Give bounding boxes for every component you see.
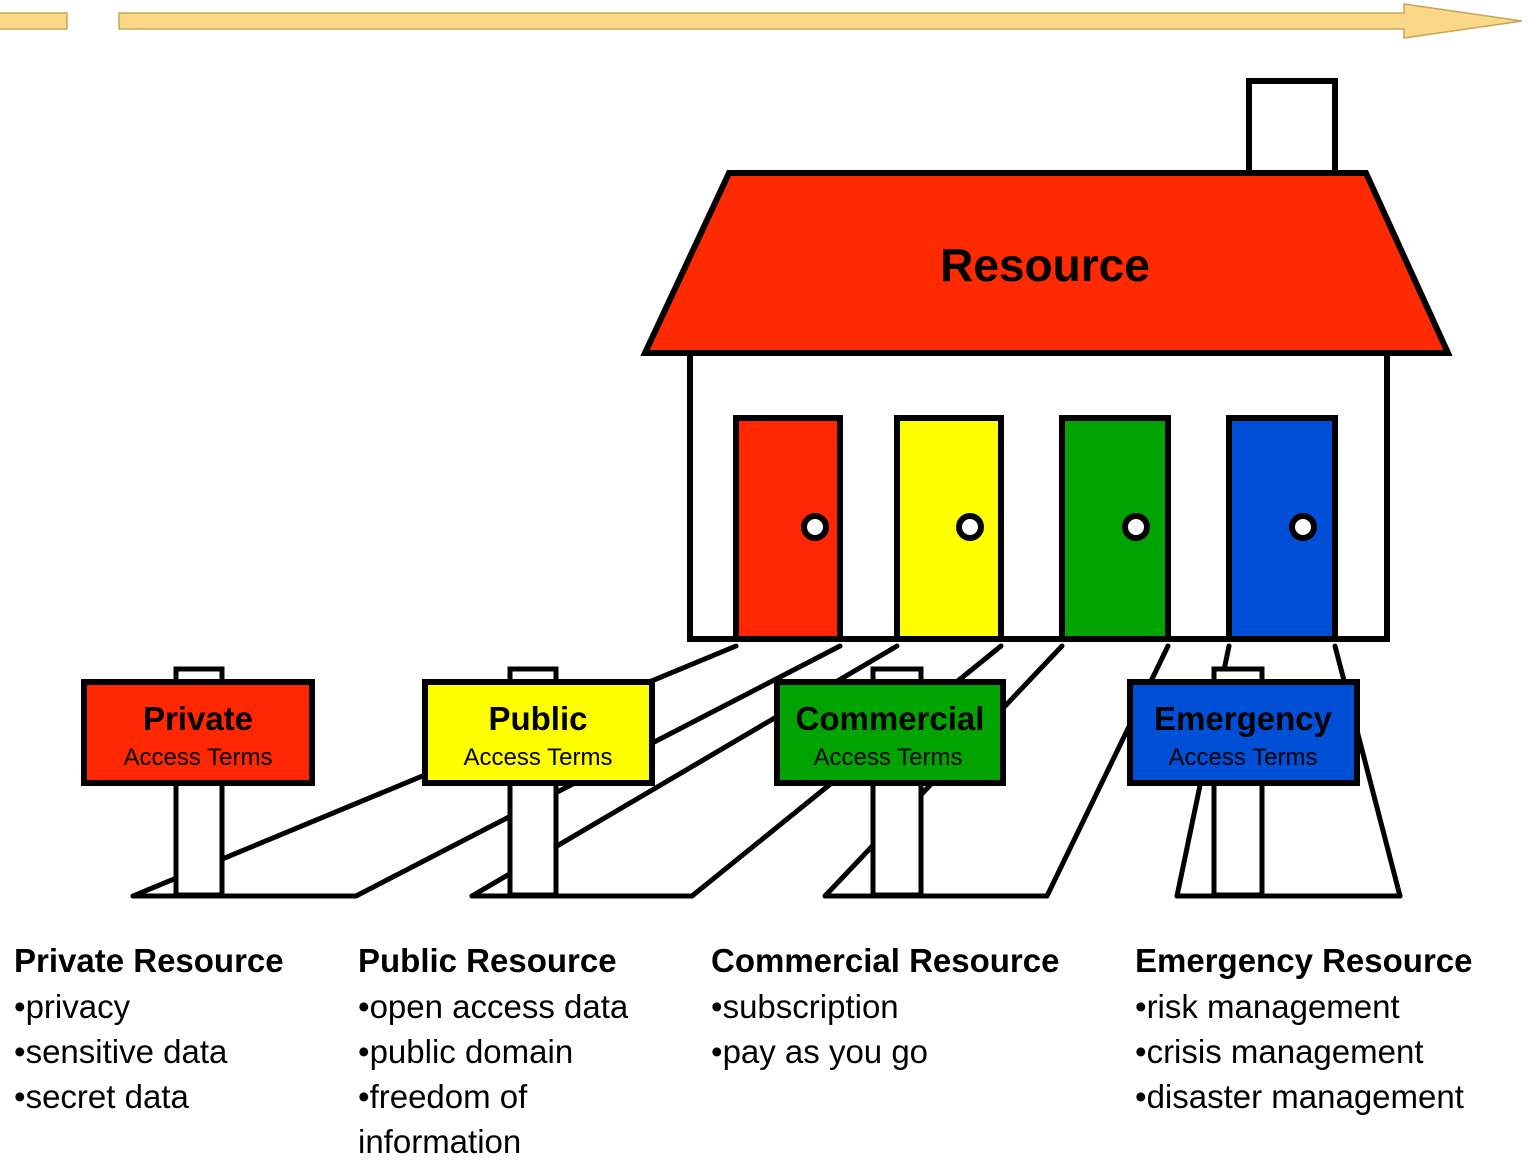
list-item: public domain <box>358 1029 678 1074</box>
column-public-resource: Public Resource open access data public … <box>358 938 678 1164</box>
column-private-resource: Private Resource privacy sensitive data … <box>14 938 414 1119</box>
column-title: Emergency Resource <box>1135 942 1473 979</box>
sign-subtitle: Access Terms <box>464 744 613 771</box>
door-emergency <box>1226 415 1338 642</box>
door-knob <box>801 513 829 541</box>
column-title: Public Resource <box>358 942 617 979</box>
list-item: open access data <box>358 984 678 1029</box>
list-item: sensitive data <box>14 1029 414 1074</box>
list-item: disaster management <box>1135 1074 1525 1119</box>
door-public <box>894 415 1004 642</box>
sign-title: Private <box>143 700 253 737</box>
list-item: subscription <box>711 984 1111 1029</box>
sign-emergency: Emergency Access Terms <box>1127 679 1360 786</box>
roof <box>640 170 1453 356</box>
column-title: Commercial Resource <box>711 942 1060 979</box>
list-item: risk management <box>1135 984 1525 1029</box>
sign-title: Emergency <box>1154 700 1333 737</box>
sign-subtitle: Access Terms <box>124 744 273 771</box>
timeline-arrow <box>118 3 1523 39</box>
column-commercial-resource: Commercial Resource subscription pay as … <box>711 938 1111 1074</box>
door-knob <box>1122 513 1150 541</box>
list-item: pay as you go <box>711 1029 1111 1074</box>
list-item: freedom of information <box>358 1074 588 1164</box>
sign-subtitle: Access Terms <box>1169 744 1318 771</box>
list-item: secret data <box>14 1074 414 1119</box>
sign-title: Public <box>488 700 587 737</box>
list-item: crisis management <box>1135 1029 1525 1074</box>
arrow-tail-segment <box>0 12 68 30</box>
column-emergency-resource: Emergency Resource risk management crisi… <box>1135 938 1525 1119</box>
door-private <box>733 415 843 642</box>
sign-title: Commercial <box>796 700 985 737</box>
door-knob <box>1289 513 1317 541</box>
sign-commercial: Commercial Access Terms <box>774 679 1006 786</box>
sign-public: Public Access Terms <box>422 679 655 786</box>
house: Resource <box>640 78 1453 642</box>
list-item: privacy <box>14 984 414 1029</box>
house-title: Resource <box>940 239 1150 291</box>
sign-subtitle: Access Terms <box>814 744 963 771</box>
door-knob <box>956 513 984 541</box>
sign-posts <box>173 666 1265 898</box>
sign-private: Private Access Terms <box>81 679 315 786</box>
column-title: Private Resource <box>14 942 284 979</box>
door-commercial <box>1059 415 1171 642</box>
